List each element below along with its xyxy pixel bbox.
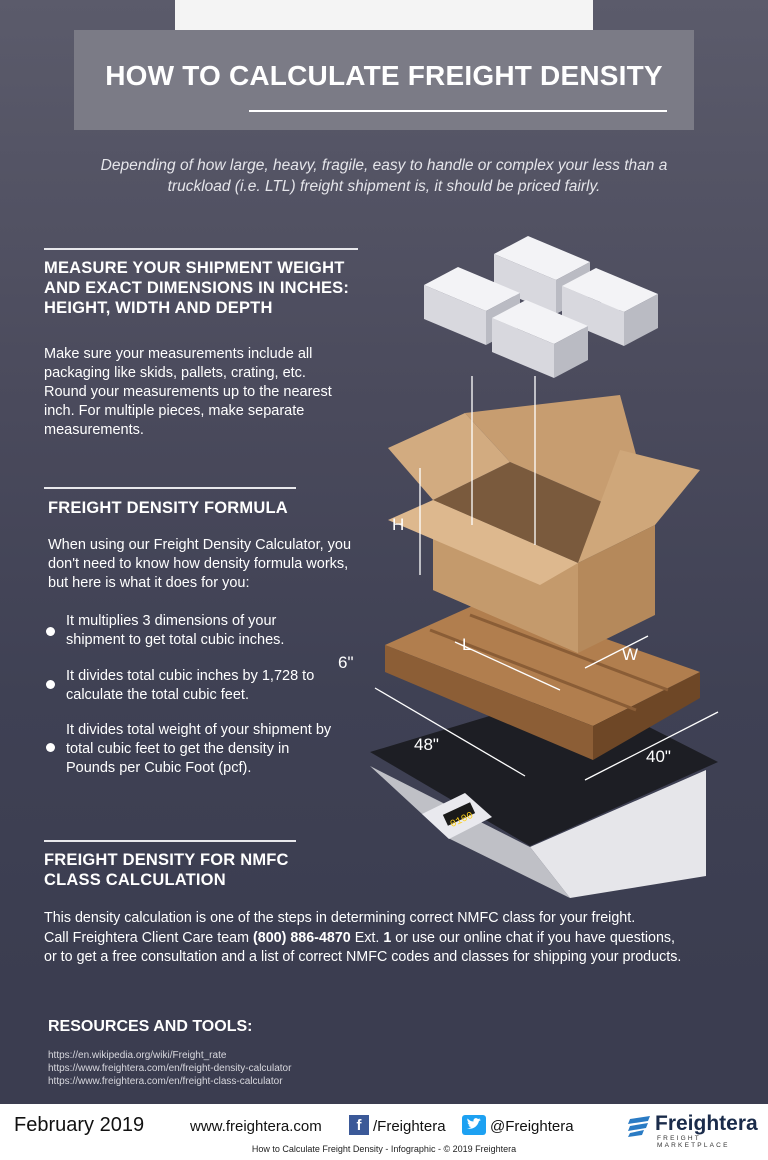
nmfc-body: This density calculation is one of the s… [44, 909, 744, 968]
resources-heading: RESOURCES AND TOOLS: [48, 1018, 253, 1035]
measure-heading: MEASURE YOUR SHIPMENT WEIGHT AND EXACT D… [44, 259, 350, 317]
formula-bullet-3: It divides total weight of your shipment… [66, 722, 332, 776]
nmfc-line-2-start: Call Freightera Client Care team [44, 929, 253, 946]
resource-link[interactable]: https://www.freightera.com/en/freight-de… [48, 1063, 292, 1074]
nmfc-ext-label: Ext. [350, 929, 384, 946]
intro-text: Depending of how large, heavy, fragile, … [100, 157, 668, 195]
label-height: H [392, 515, 404, 534]
nmfc-line-2-end: or use our online chat if you have quest… [391, 929, 676, 946]
resource-links: https://en.wikipedia.org/wiki/Freight_ra… [48, 1049, 291, 1088]
footer-twitter-link[interactable]: @Freightera [490, 1118, 574, 1135]
label-pallet-length: 48" [414, 735, 439, 754]
nmfc-line-3: or to get a free consultation and a list… [44, 949, 682, 965]
label-pallet-width: 40" [646, 747, 671, 766]
freightera-logo: Freightera [655, 1112, 758, 1135]
freightera-logo-icon [628, 1116, 650, 1137]
measure-body: Make sure your measurements include all … [44, 346, 332, 438]
footer-date: February 2019 [14, 1114, 145, 1136]
formula-bullet-1: It multiplies 3 dimensions of your shipm… [66, 613, 285, 648]
nmfc-line-2: Call Freightera Client Care team (800) 8… [44, 929, 744, 949]
freight-illustration: 0100 [338, 236, 719, 898]
title-divider [249, 110, 667, 112]
scale-display [442, 802, 476, 826]
resource-link[interactable]: https://en.wikipedia.org/wiki/Freight_ra… [48, 1050, 227, 1061]
facebook-icon[interactable]: f [349, 1115, 369, 1135]
formula-body: When using our Freight Density Calculato… [48, 537, 352, 591]
footer-facebook-link[interactable]: /Freightera [373, 1118, 446, 1135]
title-panel: HOW TO CALCULATE FREIGHT DENSITY [74, 30, 694, 130]
page-title: HOW TO CALCULATE FREIGHT DENSITY [105, 60, 663, 91]
formula-heading: FREIGHT DENSITY FORMULA [48, 499, 288, 517]
label-width: W [622, 645, 638, 664]
top-banner-strip [175, 0, 593, 30]
section-divider [44, 248, 358, 250]
footer-website-link[interactable]: www.freightera.com [190, 1118, 322, 1135]
section-divider [44, 487, 296, 489]
bullet-dot [46, 743, 55, 752]
formula-bullet-2: It divides total cubic inches by 1,728 t… [66, 668, 315, 703]
bullet-dot [46, 680, 55, 689]
phone-number: (800) 886-4870 [252, 929, 351, 946]
section-divider [44, 840, 296, 842]
pallet [385, 598, 700, 760]
label-length: L [462, 635, 471, 654]
footer-caption: How to Calculate Freight Density - Infog… [251, 1144, 517, 1154]
phone-extension: 1 [383, 929, 392, 946]
freightera-logo-tagline: FREIGHT MARKETPLACE [657, 1135, 730, 1149]
label-pallet-height: 6" [338, 653, 354, 672]
footer: February 2019 www.freightera.com f /Frei… [0, 1104, 768, 1160]
twitter-icon[interactable] [462, 1115, 486, 1135]
printers [424, 236, 658, 378]
dimension-lines [374, 376, 719, 781]
cardboard-box [388, 291, 700, 653]
resource-link[interactable]: https://www.freightera.com/en/freight-cl… [48, 1076, 283, 1087]
bullet-dot [46, 627, 55, 636]
nmfc-line-1: This density calculation is one of the s… [44, 910, 636, 926]
nmfc-heading: FREIGHT DENSITY FOR NMFC CLASS CALCULATI… [44, 851, 289, 889]
